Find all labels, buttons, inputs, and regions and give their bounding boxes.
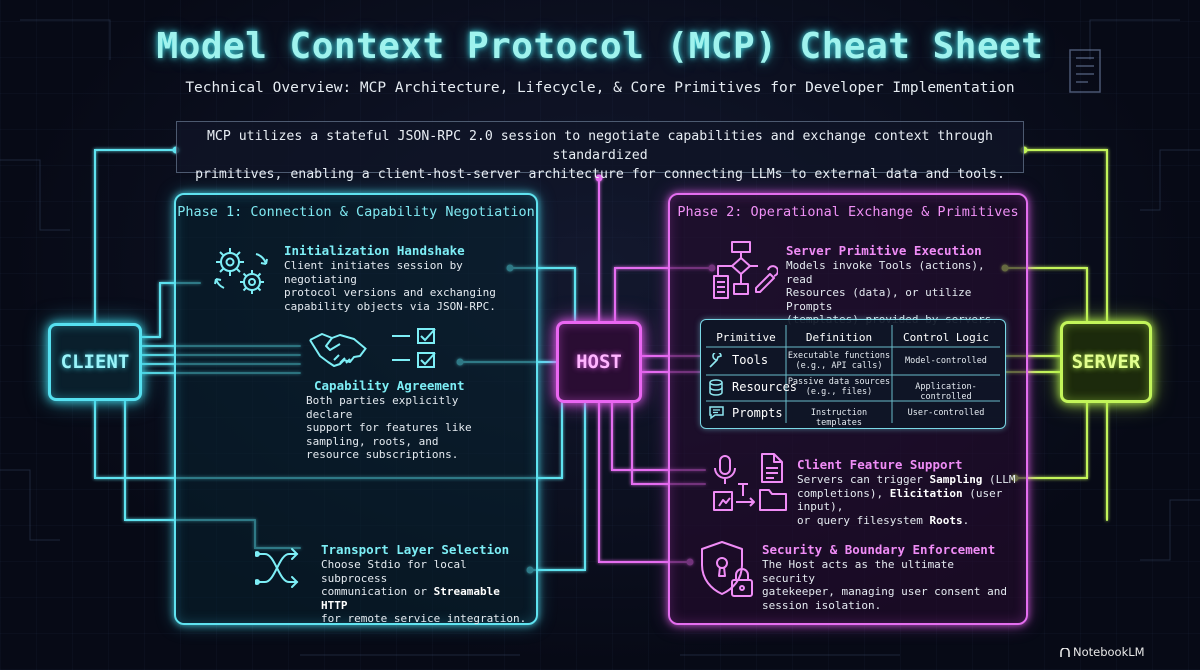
agreement-line-4: resource subscriptions. [306,448,459,461]
client-support-line-2: completions), Elicitation (user input), [797,487,1017,514]
cs-l2-c: (user input), [797,486,1003,514]
shield-lock-icon [701,541,753,597]
security-body: The Host acts as the ultimate security g… [762,558,1012,612]
client-support-line-3: or query filesystem Roots. [797,514,1017,528]
phase1-title: Phase 1: Connection & Capability Negotia… [177,204,535,220]
transport-line-1: Choose Stdio for local subprocess [321,558,467,585]
elicitation-term: Elicitation [889,486,963,500]
row-tools-def-line-1: Executable functions [787,351,891,361]
client-support-body: Servers can trigger Sampling (LLM comple… [797,473,1017,527]
page-subtitle: Technical Overview: MCP Architecture, Li… [185,80,1015,96]
security-line-1: The Host acts as the ultimate security [762,558,955,585]
row-resources-def-line-1: Passive data sources [787,377,891,387]
cs-l2-a: completions), [797,486,890,500]
cs-l1-a: Servers can trigger [797,473,930,486]
wrench-icon [709,353,722,368]
transport-line-2-text: communication or [321,585,434,598]
transport-body: Choose Stdio for local subprocess commun… [321,558,531,626]
handshake-line-1: Client initiates session by negotiating [284,259,463,286]
brand-label: NotebookLM [1073,645,1145,659]
streamable-http-term: Streamable HTTP [321,585,500,612]
mic-file-folder-icon [713,453,787,511]
client-node: CLIENT [48,323,142,401]
intro-box [176,121,1024,173]
client-support-title: Client Feature Support [797,457,963,472]
cs-l1-c: (LLM [982,473,1016,486]
sampling-term: Sampling [929,473,983,486]
row-tools-name: Tools [732,353,769,367]
th-primitive: Primitive [716,331,776,344]
row-resources-control: Application-controlled [915,382,977,402]
agreement-line-1: Both parties explicitly declare [306,394,459,421]
row-resources-definition: Passive data sources (e.g., files) [786,377,892,397]
row-tools-def-line-2: (e.g., API calls) [795,361,883,371]
flowchart-icon [713,241,778,299]
transport-line-2: communication or Streamable HTTP [321,585,531,612]
security-line-2: gatekeeper, managing user consent and [762,585,1008,598]
document-grid-icon [1069,49,1101,93]
server-node: SERVER [1060,321,1152,403]
execution-body: Models invoke Tools (actions), read Reso… [786,259,1016,327]
page-title: Model Context Protocol (MCP) Cheat Sheet [156,26,1044,67]
transport-line-3: for remote service integration. [321,612,527,625]
th-definition: Definition [805,331,873,344]
cs-l3-c: . [962,513,970,527]
table-gridlines [706,325,1000,423]
agreement-line-2: support for features like [306,421,472,434]
row-resources-def-line-2: (e.g., files) [805,387,873,397]
host-node: HOST [556,321,642,403]
intro-line-1: MCP utilizes a stateful JSON-RPC 2.0 ses… [206,129,993,163]
primitives-table [700,319,1006,429]
checklist-icon [392,328,436,368]
phase2-title: Phase 2: Operational Exchange & Primitiv… [677,204,1019,220]
agreement-title: Capability Agreement [314,378,465,393]
handshake-icon [309,333,367,367]
agreement-body: Both parties explicitly declare support … [306,394,506,462]
handshake-line-3: capability objects via JSON-RPC. [284,299,496,313]
notebooklm-logo-icon [1060,648,1070,657]
execution-title: Server Primitive Execution [786,243,982,258]
handshake-body: Client initiates session by negotiating … [284,259,524,313]
row-tools-definition: Executable functions (e.g., API calls) [786,351,892,371]
intro-text: MCP utilizes a stateful JSON-RPC 2.0 ses… [186,127,1014,184]
row-resources-name: Resources [732,380,798,394]
shuffle-icon [255,548,299,588]
security-title: Security & Boundary Enforcement [762,542,996,557]
row-prompts-control: User-controlled [907,408,985,418]
chat-bubble-icon [709,406,724,420]
execution-line-1: Models invoke Tools (actions), read [786,259,985,286]
row-prompts-definition: Instruction templates [810,408,868,428]
intro-line-2: primitives, enabling a client-host-serve… [195,167,1005,182]
database-icon [709,379,723,396]
agreement-line-3: sampling, roots, and [306,434,439,448]
client-support-line-1: Servers can trigger Sampling (LLM [797,473,1017,487]
handshake-title: Initialization Handshake [284,243,465,258]
row-prompts-name: Prompts [732,406,783,420]
handshake-line-2: protocol versions and exchanging [284,286,496,299]
roots-term: Roots [929,513,963,527]
transport-title: Transport Layer Selection [321,542,510,557]
execution-line-2: Resources (data), or utilize Prompts [786,286,972,313]
security-line-3: session isolation. [762,598,882,612]
th-control-logic: Control Logic [902,331,990,344]
phase1-panel [174,193,538,625]
cs-l3-a: or query filesystem [797,513,930,527]
gears-icon [214,248,268,294]
row-tools-control: Model-controlled [905,356,987,366]
